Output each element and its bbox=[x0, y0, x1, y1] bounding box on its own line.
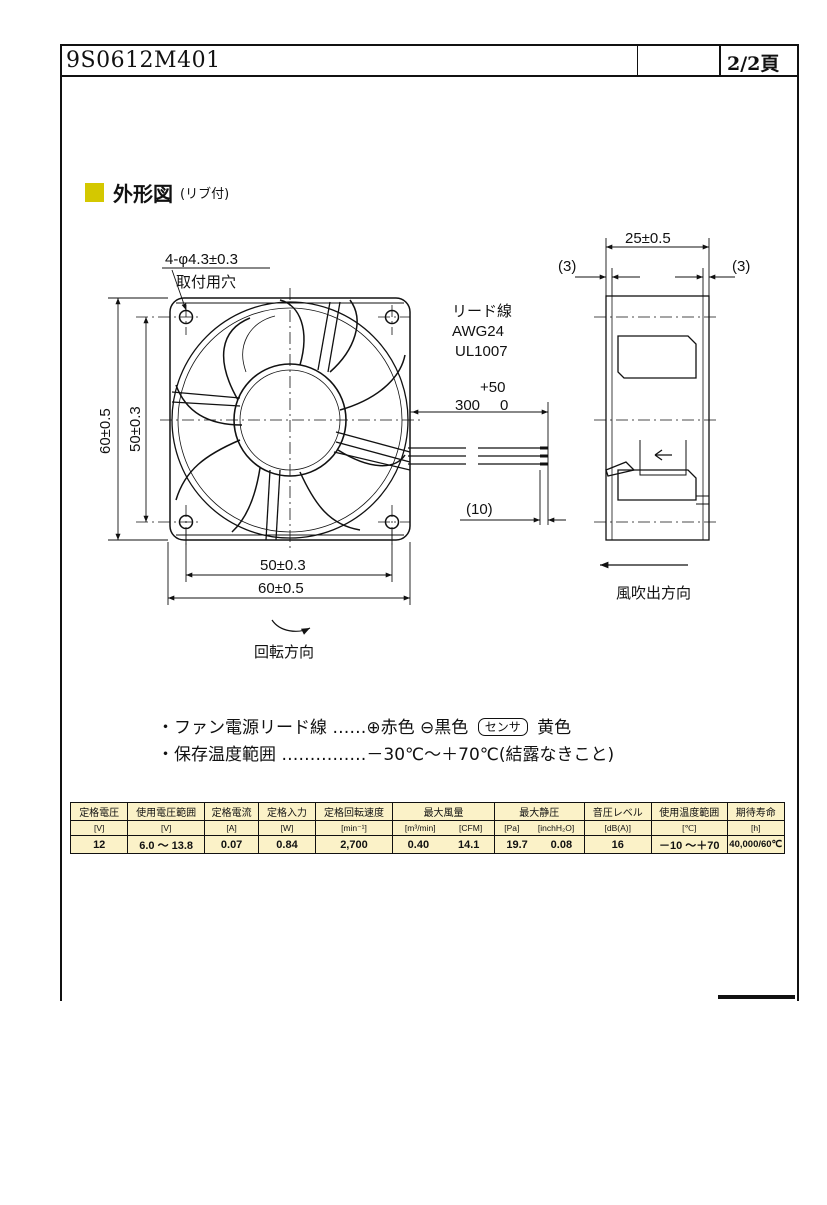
value-cell: 0.08 bbox=[550, 838, 573, 851]
header-divider bbox=[719, 44, 721, 75]
hole-label: 取付用穴 bbox=[176, 274, 236, 291]
unit-cell: [m³/min] bbox=[404, 823, 436, 833]
value-cell: 2,700 bbox=[314, 835, 394, 854]
fan-side-view bbox=[605, 295, 710, 541]
rotation-arrow-icon bbox=[271, 619, 311, 635]
value-cell: 40,000/60℃ bbox=[726, 835, 786, 854]
value-cell-pair: 19.7 0.08 bbox=[493, 835, 585, 854]
unit-cell: [℃] bbox=[651, 820, 728, 836]
rotation-label: 回転方向 bbox=[254, 644, 314, 661]
unit-cell: [inchH₂O] bbox=[537, 823, 575, 833]
value-cell: 12 bbox=[69, 835, 129, 854]
lead-length: 300 bbox=[455, 397, 480, 414]
header-cell: 最大風量 bbox=[392, 802, 495, 821]
side-offset-right: (3) bbox=[732, 258, 750, 275]
header-cell: 使用温度範囲 bbox=[651, 802, 728, 821]
lead-length-tolerance: +50 bbox=[480, 379, 505, 396]
unit-cell: [A] bbox=[203, 820, 260, 836]
heading-marker-icon bbox=[85, 183, 104, 202]
dim-60-vertical: 60±0.5 bbox=[97, 408, 114, 454]
page-frame bbox=[60, 44, 799, 1001]
header-cell: 定格回転速度 bbox=[314, 802, 394, 821]
airflow-label: 風吹出方向 bbox=[616, 585, 691, 602]
lead-wire-standard: UL1007 bbox=[455, 343, 508, 360]
value-cell: 14.1 bbox=[458, 838, 480, 851]
dim-50-vertical: 50±0.3 bbox=[127, 406, 144, 452]
strip-length: (10) bbox=[466, 501, 493, 518]
header-cell: 期待寿命 bbox=[726, 802, 786, 821]
lead-length-tolerance-low: 0 bbox=[500, 397, 508, 414]
header-cell: 音圧レベル bbox=[583, 802, 653, 821]
value-cell: －10 ～＋70 bbox=[651, 835, 728, 854]
value-cell: 16 bbox=[583, 835, 653, 854]
unit-cell-pair: [Pa] [inchH₂O] bbox=[493, 820, 585, 836]
lead-color-note: ・ファン電源リード線 ……⊕赤色 ⊖黒色 センサ 黄色 bbox=[157, 713, 571, 738]
unit-cell: [h] bbox=[726, 820, 786, 836]
header-cell: 使用電圧範囲 bbox=[127, 802, 205, 821]
section-title: 外形図 bbox=[113, 182, 173, 206]
page-number: 2/2頁 bbox=[727, 53, 780, 75]
header-cell: 定格電圧 bbox=[69, 802, 129, 821]
unit-cell: [Pa] bbox=[504, 823, 520, 833]
title-block: 9S0612M401 2/2頁 bbox=[60, 44, 797, 77]
value-cell: 0.40 bbox=[407, 838, 430, 851]
hole-spec-label: 4-φ4.3±0.3 bbox=[165, 251, 238, 268]
unit-cell-pair: [m³/min] [CFM] bbox=[392, 820, 495, 836]
value-cell: 0.07 bbox=[203, 835, 260, 854]
header-cell: 定格電流 bbox=[203, 802, 260, 821]
unit-cell: [V] bbox=[69, 820, 129, 836]
header-divider bbox=[637, 44, 638, 75]
unit-cell: [V] bbox=[127, 820, 205, 836]
unit-cell: [CFM] bbox=[459, 823, 483, 833]
side-offset-left: (3) bbox=[558, 258, 576, 275]
section-subtitle: (リブ付) bbox=[180, 187, 230, 202]
header-cell: 定格入力 bbox=[258, 802, 316, 821]
lead-wire-gauge: AWG24 bbox=[452, 323, 504, 340]
header-cell: 最大静圧 bbox=[493, 802, 585, 821]
value-cell-pair: 0.40 14.1 bbox=[392, 835, 495, 854]
lead-color-suffix: 黄色 bbox=[537, 718, 572, 738]
value-cell: 6.0 ～ 13.8 bbox=[127, 835, 205, 854]
lead-color-prefix: ・ファン電源リード線 ……⊕赤色 ⊖黒色 bbox=[157, 718, 469, 738]
unit-cell: [W] bbox=[258, 820, 316, 836]
document-number: 9S0612M401 bbox=[66, 48, 221, 73]
section-heading: 外形図 (リブ付) bbox=[85, 178, 229, 207]
value-cell: 19.7 bbox=[506, 838, 528, 851]
bottom-rule bbox=[718, 995, 795, 999]
unit-cell: [min⁻¹] bbox=[314, 820, 394, 836]
unit-cell: [dB(A)] bbox=[583, 820, 653, 836]
depth-dimension: 25±0.5 bbox=[625, 230, 671, 247]
fan-front-view bbox=[169, 297, 548, 541]
sensor-badge: センサ bbox=[477, 718, 528, 736]
dim-50-horizontal: 50±0.3 bbox=[260, 557, 306, 574]
value-cell: 0.84 bbox=[258, 835, 316, 854]
dim-60-horizontal: 60±0.5 bbox=[258, 580, 304, 597]
storage-temperature-note: ・保存温度範囲 ……………－30℃～＋70℃(結露なきこと) bbox=[157, 745, 615, 765]
lead-wire-label: リード線 bbox=[452, 303, 512, 320]
spec-table: 定格電圧 使用電圧範囲 定格電流 定格入力 定格回転速度 最大風量 最大静圧 音… bbox=[69, 802, 786, 854]
